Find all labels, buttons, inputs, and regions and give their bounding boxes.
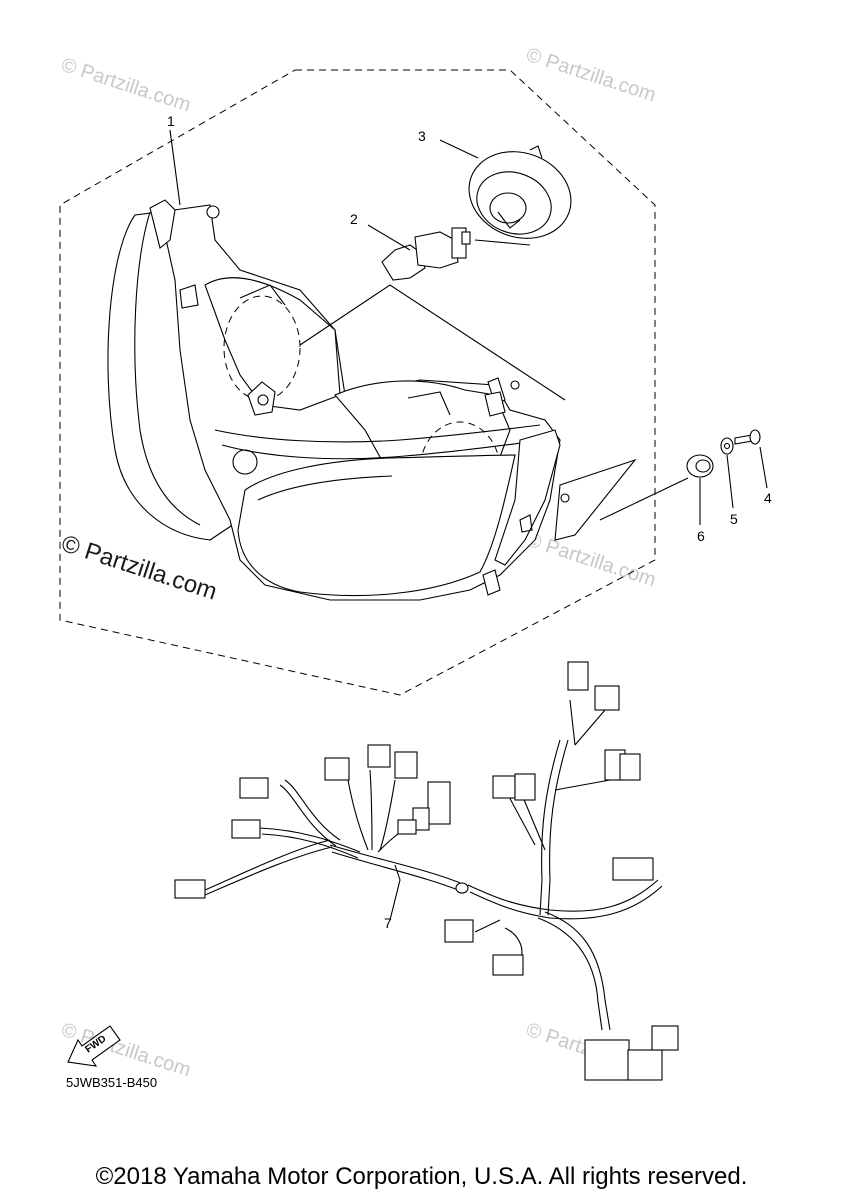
- assembly-boundary: [59, 69, 656, 696]
- callout-7: 7: [384, 915, 392, 931]
- watermark-top-right: © Partzilla.com: [523, 44, 658, 107]
- callout-6: 6: [697, 528, 705, 544]
- hardware-drawing: [169, 129, 768, 525]
- watermark-main: © Partzilla.com: [58, 530, 220, 606]
- grommet: [686, 454, 714, 478]
- headlight-unit-drawing: [107, 199, 637, 601]
- watermark-top-left: © Partzilla.com: [58, 54, 193, 117]
- callout-5: 5: [730, 511, 738, 527]
- washer: [720, 437, 734, 455]
- callout-2: 2: [350, 211, 358, 227]
- callout-1: 1: [167, 113, 175, 129]
- watermark-mid-right: © Partzilla.com: [523, 529, 658, 592]
- callout-4: 4: [764, 490, 772, 506]
- callout-3: 3: [418, 128, 426, 144]
- headlight-bulb-drawing: [367, 224, 471, 281]
- headlight-front-lens: [237, 454, 516, 597]
- copyright-footer: ©2018 Yamaha Motor Corporation, U.S.A. A…: [95, 1163, 748, 1190]
- callouts: 1 2 3 4 5 6 7: [167, 113, 772, 931]
- bulb-socket-drawing: [439, 139, 572, 239]
- screw: [734, 434, 753, 445]
- wiring-harness-drawing: [174, 661, 679, 1081]
- drawing-code: 5JWB351-B450: [66, 1075, 157, 1090]
